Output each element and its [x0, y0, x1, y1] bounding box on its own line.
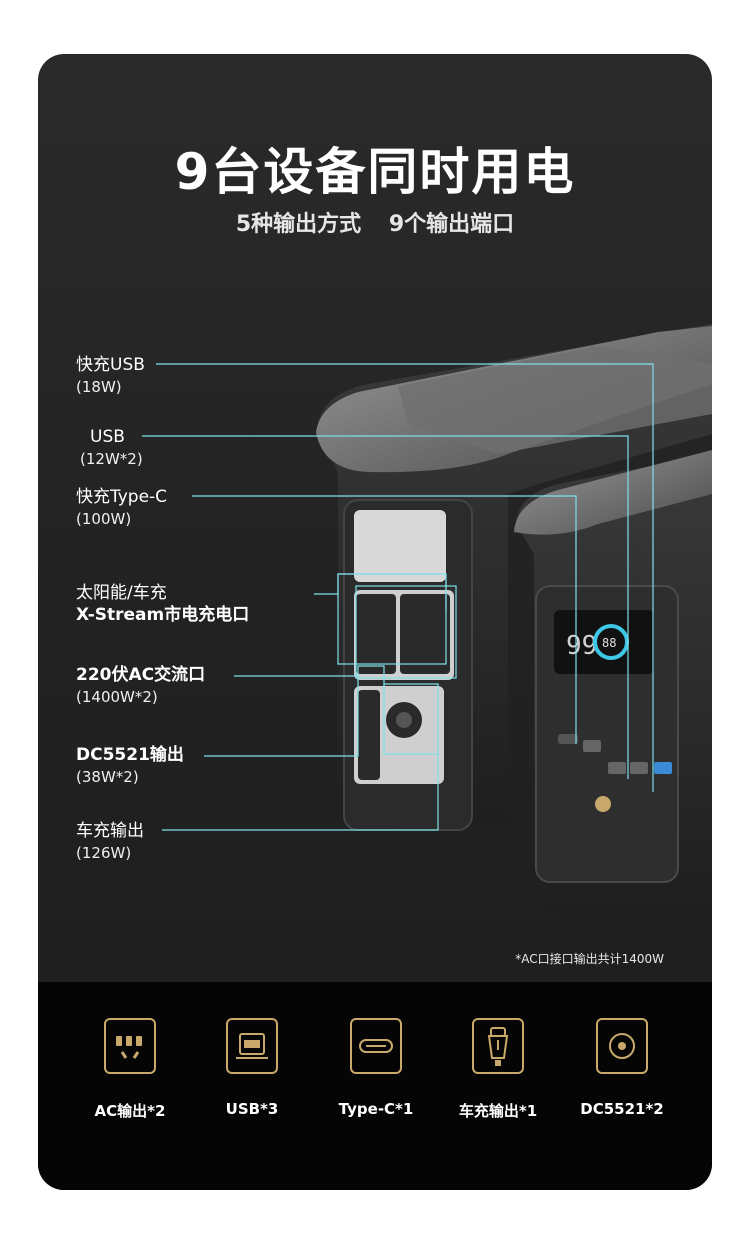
feature-label: 车充输出*1 — [458, 1102, 538, 1120]
callout-ac-outlet: 220伏AC交流口 (1400W*2) — [76, 665, 206, 706]
subtitle-output-ports: 9个输出端口 — [388, 212, 515, 237]
feature-label: DC5521*2 — [580, 1100, 664, 1118]
feature-label: USB*3 — [225, 1100, 279, 1118]
page-subtitle: 5种输出方式 9个输出端口 — [38, 206, 712, 238]
feature-strip: AC输出*2 USB*3 Type-C*1 — [38, 982, 712, 1190]
ac-output-note: *AC口接口输出共计1400W — [515, 952, 664, 966]
ac-outlet-icon — [104, 1018, 156, 1074]
callout-type-c: 快充Type-C (100W) — [76, 487, 168, 528]
callout-dc5521: DC5521输出 (38W*2) — [76, 745, 184, 786]
feature-type-c: Type-C*1 — [316, 1018, 436, 1118]
callout-car-output: 车充输出 (126W) — [76, 821, 144, 862]
feature-ac-output: AC输出*2 — [70, 1018, 190, 1121]
feature-car-output: 车充输出*1 — [438, 1018, 558, 1121]
power-station-illustration: 99 88 — [142, 324, 712, 924]
usb-port-icon — [226, 1018, 278, 1074]
callout-fast-usb: 快充USB (18W) — [76, 355, 145, 396]
callout-usb: USB (12W*2) — [80, 427, 143, 468]
type-c-port-icon — [350, 1018, 402, 1074]
dc5521-port-icon — [596, 1018, 648, 1074]
feature-label: Type-C*1 — [338, 1100, 414, 1118]
car-charger-icon — [472, 1018, 524, 1074]
svg-text:88: 88 — [602, 636, 616, 650]
feature-label: AC输出*2 — [94, 1102, 166, 1120]
feature-usb: USB*3 — [192, 1018, 312, 1118]
display-digits: 99 — [566, 631, 597, 661]
callout-charging-port: 太阳能/车充 X-Stream市电充电口 — [76, 583, 250, 625]
subtitle-output-methods: 5种输出方式 — [235, 212, 362, 237]
page-title: 9台设备同时用电 — [174, 143, 576, 201]
callout-lines — [142, 363, 654, 831]
feature-dc5521: DC5521*2 — [562, 1018, 682, 1118]
product-card: 9台设备同时用电 5种输出方式 9个输出端口 — [38, 54, 712, 1190]
